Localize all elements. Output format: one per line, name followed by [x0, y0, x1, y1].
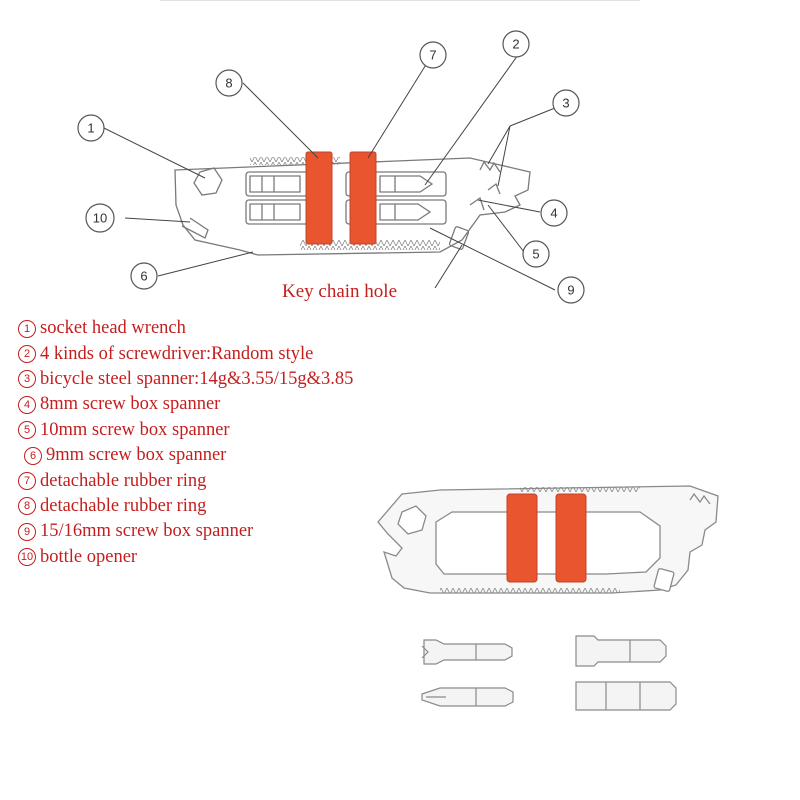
- legend-text: socket head wrench: [40, 318, 186, 339]
- svg-text:10: 10: [93, 211, 107, 226]
- callouts: 1 2 3 4 5 6 7 8 9 10: [77, 30, 585, 304]
- bottle-opener-notch: [181, 217, 209, 239]
- callout-9: 9: [557, 276, 585, 304]
- bit-slotted-loose: [575, 681, 677, 711]
- legend-text: detachable rubber ring: [40, 495, 207, 516]
- bit-phillips: [379, 175, 434, 193]
- keychain-hole-label: Key chain hole: [282, 281, 398, 302]
- legend-text: 15/16mm screw box spanner: [40, 521, 254, 542]
- svg-text:1: 1: [87, 121, 94, 136]
- bit-phillips-loose: [421, 687, 514, 707]
- legend-number: 8: [18, 497, 36, 516]
- legend-text: 8mm screw box spanner: [40, 394, 221, 415]
- bit-torx-loose: [421, 639, 513, 665]
- legend-text: 10mm screw box spanner: [40, 419, 230, 440]
- hex-socket: [193, 167, 223, 196]
- legend-number: 1: [18, 319, 36, 338]
- svg-text:4: 4: [550, 206, 557, 221]
- legend-text: bicycle steel spanner:14g&3.55/15g&3.85: [40, 368, 354, 389]
- legend-number: 3: [18, 370, 36, 389]
- callout-1: 1: [77, 114, 105, 142]
- callout-2: 2: [502, 30, 530, 58]
- callout-7: 7: [419, 41, 447, 69]
- svg-text:3: 3: [562, 96, 569, 111]
- keychain-slot: [448, 226, 470, 250]
- legend-text: 9mm screw box spanner: [46, 445, 227, 466]
- bit-slot-top-right: [345, 171, 447, 197]
- callout-5: 5: [522, 240, 550, 268]
- bottom-hex: [397, 505, 427, 535]
- bottom-multitool: [377, 485, 719, 594]
- bottom-rubber-ring-right: [555, 493, 587, 583]
- legend-text: 4 kinds of screwdriver:Random style: [40, 343, 314, 364]
- svg-text:6: 6: [140, 269, 147, 284]
- legend-number: 7: [18, 472, 36, 491]
- callout-6: 6: [130, 262, 158, 290]
- legend-number: 2: [18, 345, 36, 364]
- rubber-ring-8: [305, 151, 333, 245]
- legend-number: 5: [18, 421, 36, 440]
- top-divider: [160, 0, 640, 5]
- bottom-cutout: [435, 511, 661, 575]
- bottom-rubber-ring-left: [506, 493, 538, 583]
- svg-text:7: 7: [429, 48, 436, 63]
- legend-number: 10: [18, 548, 36, 567]
- callout-3: 3: [552, 89, 580, 117]
- bit-slot-bottom-right: [345, 199, 447, 225]
- legend-text: bottle opener: [40, 546, 138, 567]
- legend-number: 4: [18, 395, 36, 414]
- bit-hex-loose-short: [575, 635, 667, 667]
- svg-text:5: 5: [532, 247, 539, 262]
- legend-number: 6: [24, 446, 42, 465]
- bit-hex-left-top: [249, 175, 301, 193]
- svg-text:9: 9: [567, 283, 574, 298]
- legend-number: 9: [18, 522, 36, 541]
- svg-text:2: 2: [512, 37, 519, 52]
- bit-torx: [379, 203, 432, 221]
- loose-bits: [421, 635, 677, 711]
- legend-text: detachable rubber ring: [40, 470, 207, 491]
- callout-10: 10: [85, 203, 115, 233]
- bit-hex-left-bottom: [249, 203, 301, 221]
- leader-lines: [103, 54, 556, 291]
- callout-8: 8: [215, 69, 243, 97]
- svg-text:8: 8: [225, 76, 232, 91]
- callout-4: 4: [540, 199, 568, 227]
- rubber-ring-7: [349, 151, 377, 245]
